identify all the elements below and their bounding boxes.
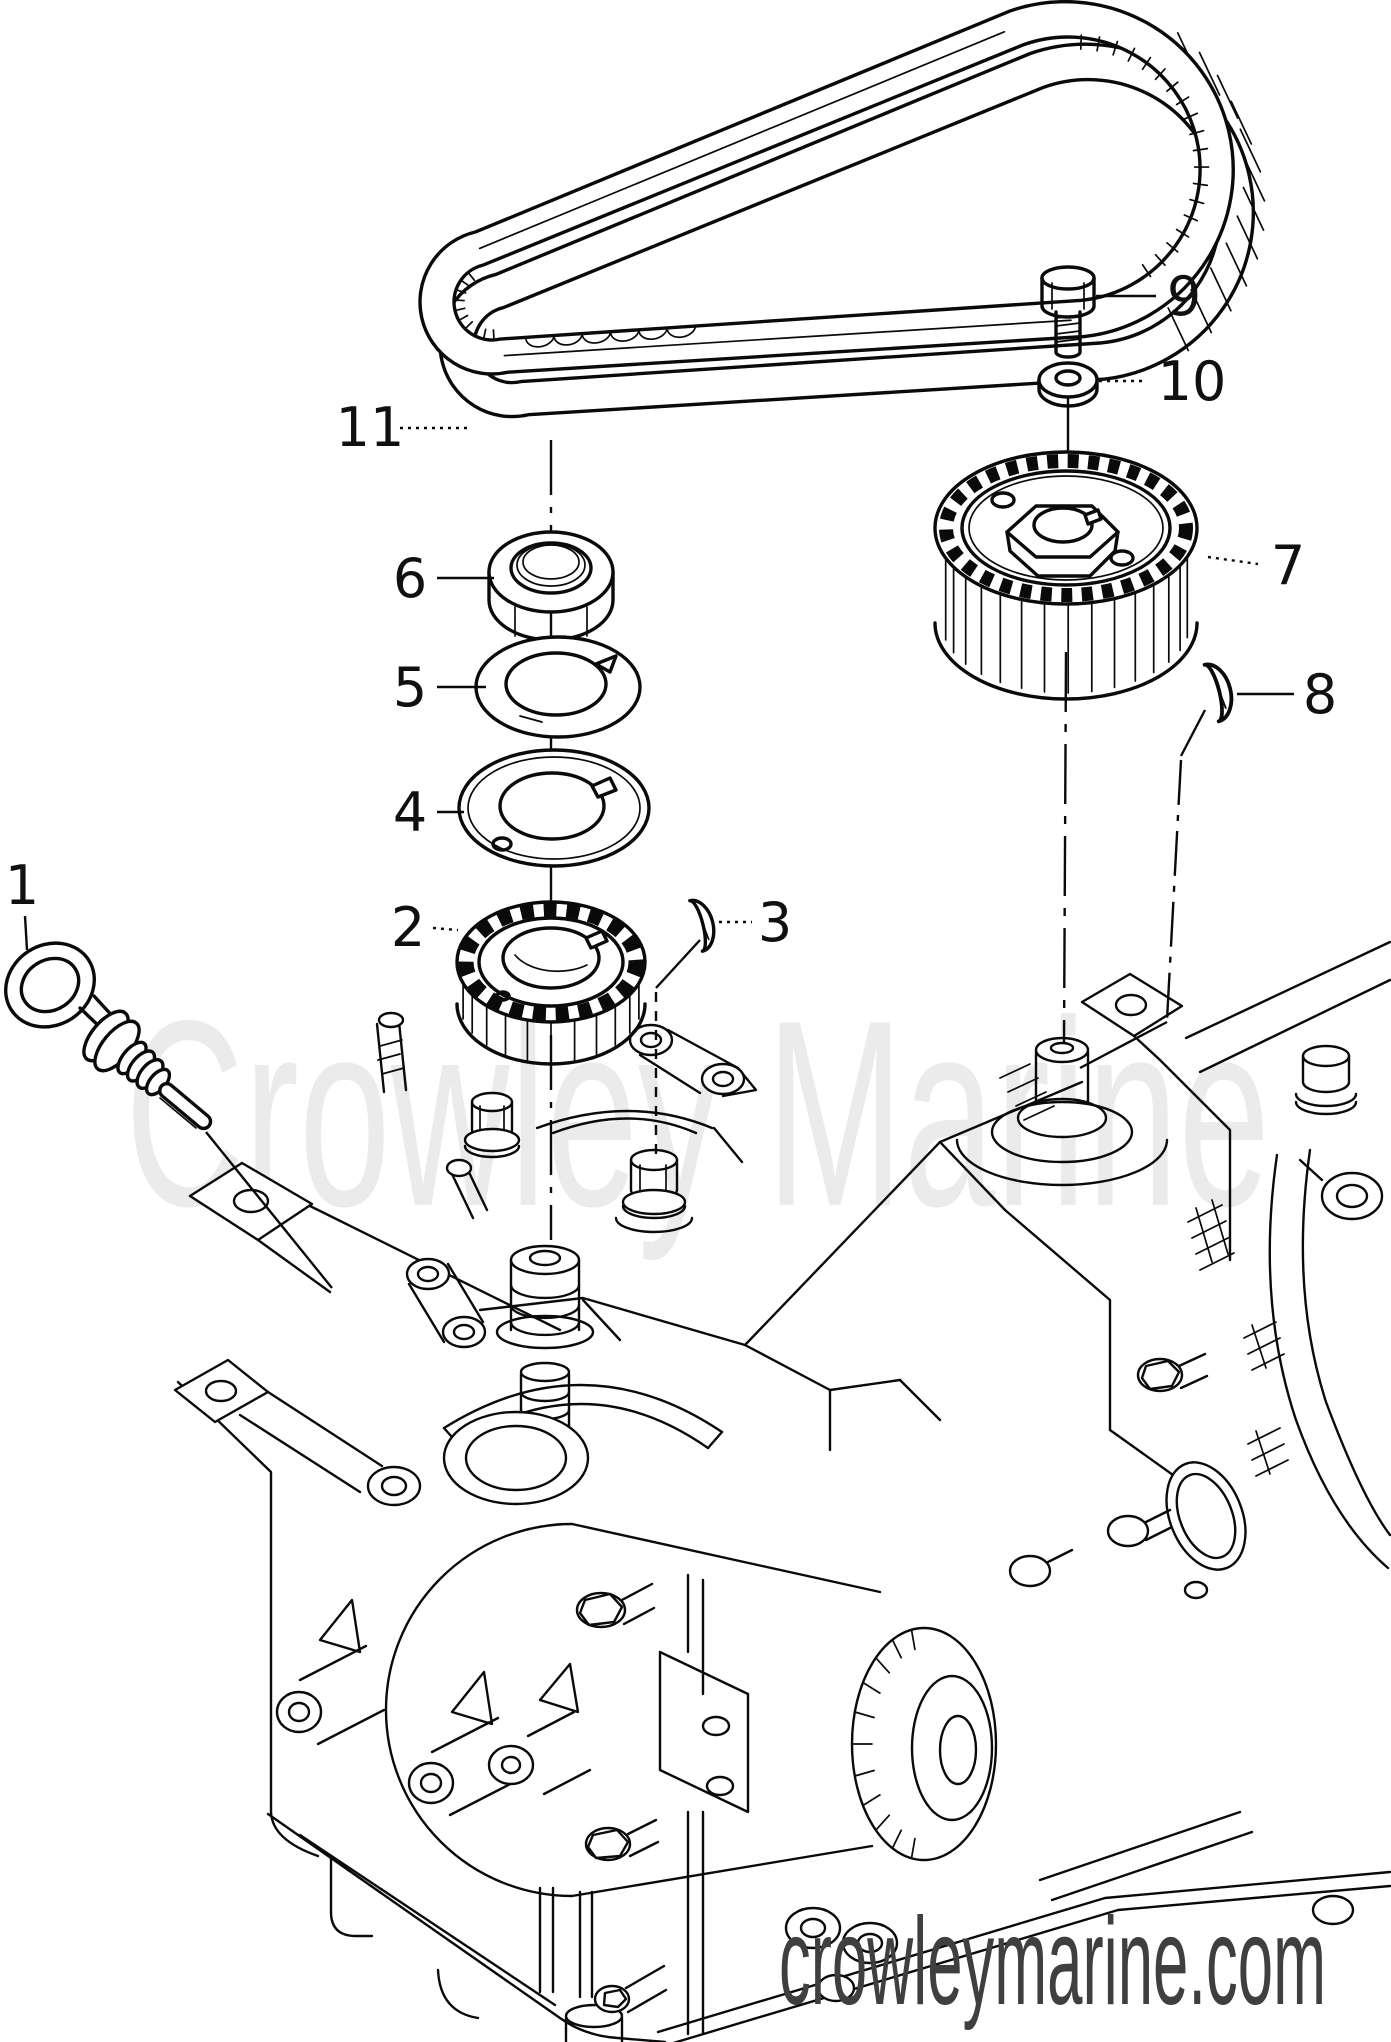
callout-label-6: 6 bbox=[393, 547, 427, 610]
callout-label-5: 5 bbox=[393, 656, 427, 719]
callout-5: 5 bbox=[393, 656, 486, 719]
dipstick-drawing bbox=[3, 941, 213, 1131]
camshaft-pulley-drawing bbox=[933, 450, 1199, 701]
thrust-washer-drawing bbox=[457, 748, 651, 868]
callout-10: 10 bbox=[1099, 350, 1226, 413]
callout-label-7: 7 bbox=[1271, 534, 1305, 597]
callout-label-8: 8 bbox=[1303, 663, 1337, 726]
callout-1: 1 bbox=[5, 854, 39, 951]
callout-6: 6 bbox=[393, 547, 494, 610]
callout-label-3: 3 bbox=[758, 891, 792, 954]
crankshaft-sprocket-drawing bbox=[455, 900, 647, 1066]
callout-7: 7 bbox=[1207, 534, 1305, 597]
callout-11: 11 bbox=[336, 396, 470, 459]
callout-2: 2 bbox=[391, 896, 459, 959]
woodruff-key-3-drawing bbox=[688, 898, 716, 953]
callout-8: 8 bbox=[1237, 663, 1337, 726]
callout-label-4: 4 bbox=[393, 781, 427, 844]
callout-label-2: 2 bbox=[391, 896, 425, 959]
woodruff-key-8-drawing bbox=[1202, 662, 1234, 724]
callout-label-11: 11 bbox=[336, 396, 405, 459]
bolt-drawing bbox=[1040, 265, 1096, 359]
site-credit-text: crowleymarine.com bbox=[779, 1893, 1326, 2031]
washer-10-drawing bbox=[1037, 361, 1099, 408]
callout-4: 4 bbox=[393, 781, 464, 844]
callout-3: 3 bbox=[719, 891, 792, 954]
callout-label-10: 10 bbox=[1158, 350, 1227, 413]
engine-block-drawing bbox=[173, 940, 1391, 2042]
lock-washer-drawing bbox=[474, 635, 642, 739]
callout-label-1: 1 bbox=[5, 854, 39, 917]
crankshaft-nut-drawing bbox=[487, 530, 615, 642]
callout-label-9: 9 bbox=[1167, 265, 1201, 328]
timing-belt-drawing bbox=[418, 0, 1266, 419]
callout-9: 9 bbox=[1096, 265, 1201, 328]
